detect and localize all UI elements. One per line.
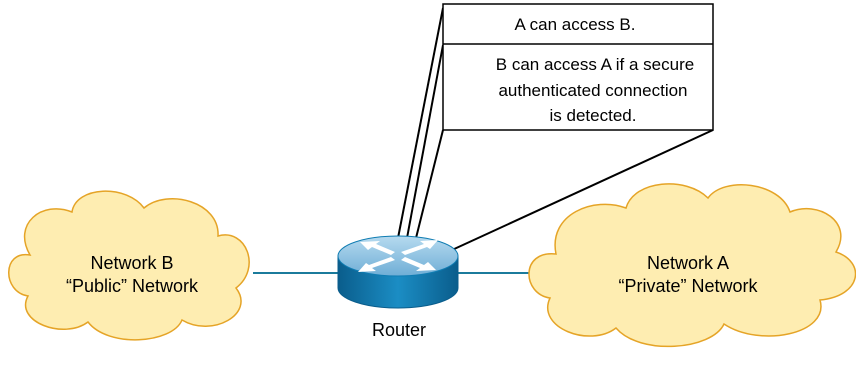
clipped-top-text xyxy=(0,0,440,4)
callout-line-1: A can access B. xyxy=(515,15,636,34)
router-icon: Router xyxy=(337,235,459,340)
network-a-name: Network A xyxy=(647,253,729,273)
callout-line-3: authenticated connection xyxy=(498,81,687,100)
callout-pointer xyxy=(397,7,714,251)
network-b-cloud: Network B “Public” Network xyxy=(8,190,250,341)
network-a-cloud: Network A “Private” Network xyxy=(528,183,856,348)
callout-line-4: is detected. xyxy=(550,106,637,125)
callout-box: A can access B. B can access A if a secu… xyxy=(442,3,714,131)
network-b-name: Network B xyxy=(90,253,173,273)
callout-line-2: B can access A if a secure xyxy=(496,55,694,74)
cloud-icon xyxy=(8,190,250,341)
cloud-icon xyxy=(528,183,856,348)
network-b-type: “Public” Network xyxy=(66,276,199,296)
network-a-type: “Private” Network xyxy=(618,276,758,296)
router-label: Router xyxy=(372,320,426,340)
